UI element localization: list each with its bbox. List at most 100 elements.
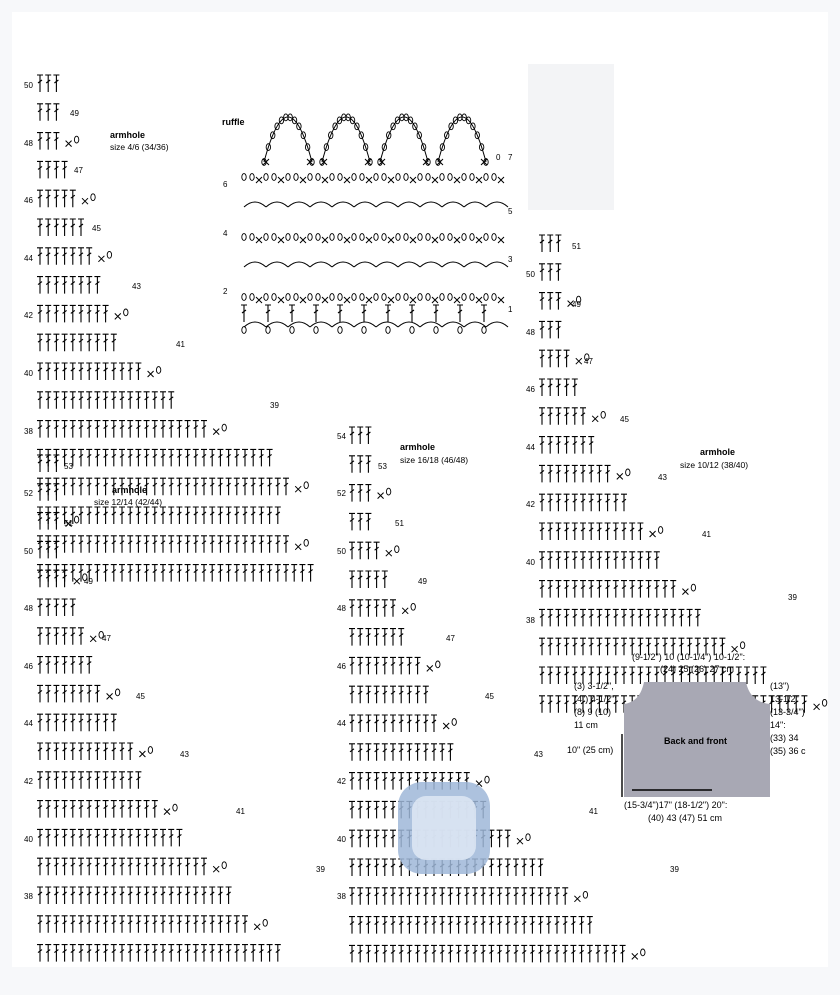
- stitch-treble: [110, 564, 117, 582]
- stitch-chain: [349, 116, 356, 125]
- stitch-treble: [686, 637, 693, 656]
- stitch-treble: [110, 448, 117, 467]
- stitch-treble: [86, 713, 93, 732]
- stitch-chain: [386, 131, 392, 140]
- stitch-chain: [448, 122, 454, 131]
- stitch-treble: [414, 916, 421, 934]
- stitch-treble: [102, 800, 109, 818]
- stitch-treble: [365, 541, 372, 560]
- stitch-treble: [547, 551, 554, 569]
- stitch-treble: [110, 362, 117, 380]
- stitch-chain: [106, 250, 113, 259]
- stitch-treble: [53, 944, 60, 962]
- stitch-sc: [255, 296, 263, 304]
- stitch-treble: [274, 535, 281, 553]
- stitch-treble: [547, 436, 554, 454]
- stitch-chain: [491, 233, 497, 241]
- stitch-treble: [629, 666, 636, 684]
- row-number: 44: [24, 719, 33, 728]
- stitch-treble: [78, 684, 84, 703]
- stitch-treble: [37, 800, 43, 818]
- stitch-sc: [475, 176, 483, 184]
- chart-subtitle: size 10/12 (38/40): [680, 460, 748, 470]
- ruffle-loop: [463, 321, 487, 328]
- stitch-chain: [313, 326, 319, 334]
- stitch-treble: [349, 685, 355, 704]
- stitch-chain: [457, 326, 463, 334]
- stitch-treble: [168, 915, 175, 933]
- stitch-treble: [580, 637, 586, 656]
- stitch-treble: [637, 608, 644, 627]
- stitch-treble: [365, 599, 372, 617]
- stitch-treble: [94, 886, 101, 904]
- stitch-treble: [266, 564, 273, 582]
- stitch-sc: [147, 370, 154, 378]
- row-number: 42: [337, 777, 346, 786]
- stitch-treble: [349, 944, 355, 963]
- stitch-treble: [571, 608, 578, 627]
- stitch-treble: [143, 915, 150, 933]
- stitch-treble: [555, 436, 562, 454]
- stitch-chain: [452, 116, 459, 125]
- stitch-treble: [135, 420, 142, 438]
- stitch-treble: [539, 263, 545, 281]
- stitch-treble: [53, 713, 60, 732]
- stitch-treble: [390, 685, 396, 704]
- stitch-treble: [192, 944, 199, 962]
- stitch-chain: [373, 233, 379, 241]
- stitch-treble: [588, 666, 595, 684]
- stitch-treble: [357, 599, 364, 617]
- stitch-treble: [349, 541, 355, 560]
- ruffle-loop: [243, 321, 267, 328]
- stitch-treble: [373, 541, 380, 560]
- stitch-treble: [135, 944, 142, 962]
- stitch-chain: [469, 173, 475, 181]
- stitch-chain: [329, 173, 335, 181]
- stitch-treble: [390, 714, 396, 732]
- stitch-treble: [127, 506, 134, 524]
- stitch-treble: [349, 426, 355, 444]
- stitch-treble: [242, 506, 248, 524]
- stitch-treble: [37, 247, 43, 265]
- stitch-chain: [241, 233, 247, 241]
- ruffle-loop: [309, 321, 333, 328]
- stitch-treble: [143, 828, 150, 847]
- stitch-chain: [296, 122, 302, 131]
- stitch-chain: [249, 173, 255, 181]
- stitch-chain: [483, 233, 489, 241]
- stitch-treble: [373, 599, 380, 617]
- stitch-chain: [351, 233, 357, 241]
- stitch-treble: [45, 247, 52, 265]
- stitch-treble: [110, 800, 117, 818]
- stitch-treble: [678, 608, 685, 627]
- stitch-treble: [571, 464, 578, 483]
- stitch-treble: [785, 695, 791, 713]
- stitch-sc: [387, 296, 395, 304]
- stitch-treble: [390, 829, 396, 848]
- stitch-treble: [390, 887, 396, 905]
- stitch-treble: [265, 304, 271, 322]
- stitch-treble: [539, 666, 545, 684]
- stitch-chain: [241, 293, 247, 301]
- stitch-treble: [225, 506, 232, 524]
- stitch-treble: [357, 916, 364, 934]
- row-side-number: 51: [572, 242, 581, 251]
- stitch-treble: [562, 916, 569, 934]
- stitch-treble: [78, 506, 84, 524]
- stitch-treble: [192, 915, 199, 933]
- stitch-treble: [373, 772, 380, 790]
- stitch-treble: [365, 455, 372, 473]
- stitch-treble: [135, 477, 142, 496]
- stitch-treble: [406, 714, 413, 732]
- stitch-treble: [119, 886, 125, 904]
- stitch-chain: [265, 326, 271, 334]
- chart-size-4-6: armhole size 4/6 (34/36) 50 48 46 44 42 …: [24, 74, 314, 582]
- stitch-treble: [168, 857, 175, 876]
- stitch-treble: [645, 551, 652, 569]
- stitch-treble: [580, 522, 586, 540]
- stitch-treble: [61, 218, 68, 236]
- chart-subtitle: size 12/14 (42/44): [94, 497, 162, 507]
- stitch-treble: [653, 637, 660, 656]
- stitch-treble: [61, 448, 68, 467]
- stitch-treble: [563, 551, 570, 569]
